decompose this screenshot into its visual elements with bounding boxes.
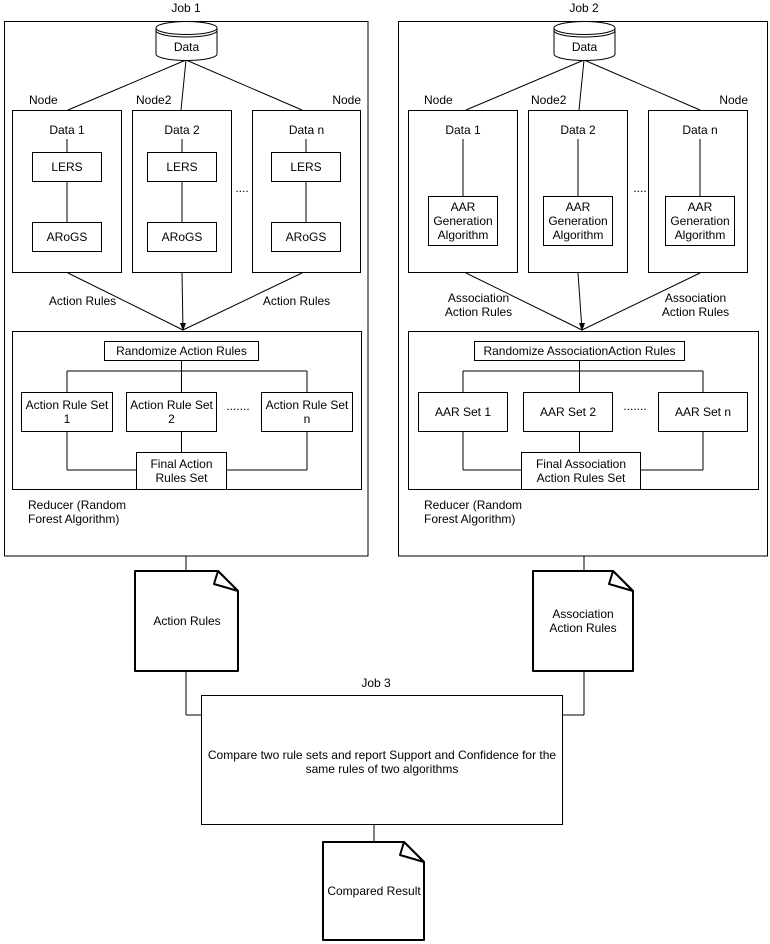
- job2-aar-set1-box: AAR Set 1: [418, 392, 508, 432]
- job1-edge-label-right: Action Rules: [262, 294, 331, 308]
- job2-final-set-label: Final Association Action Rules Set: [535, 457, 627, 485]
- job1-rule-setn-box: Action Rule Set n: [261, 392, 353, 432]
- job2-node-ellipsis: ....: [633, 181, 647, 195]
- job2-node3-label: Node: [719, 93, 748, 107]
- job1-node-ellipsis: ....: [235, 181, 249, 195]
- job2-node3-aar-box: AAR Generation Algorithm: [665, 196, 735, 246]
- job3-title: Job 3: [361, 676, 391, 690]
- job1-reducer-tree-lines: [66, 361, 308, 471]
- job2-node2-data-label: Data 2: [560, 123, 596, 137]
- job2-node1-label: Node: [424, 93, 453, 107]
- job2-data-to-node-lines: [465, 59, 701, 111]
- job1-title: Job 1: [171, 1, 201, 15]
- job2-node1-aar-box: AAR Generation Algorithm: [428, 196, 498, 246]
- job1-node3-box: [252, 110, 361, 273]
- job2-node2-aar-box: AAR Generation Algorithm: [543, 196, 613, 246]
- job1-node1-label: Node: [29, 93, 58, 107]
- job2-node3-data-label: Data n: [682, 123, 718, 137]
- job1-node3-lers-box: LERS: [271, 152, 341, 182]
- output-flow-lines: [185, 556, 585, 842]
- job1-output-document-label: Action Rules: [153, 614, 221, 628]
- job2-title: Job 2: [569, 1, 599, 15]
- job2-set-ellipsis: .......: [623, 399, 647, 413]
- job1-node2-box: [132, 110, 232, 273]
- job1-rule-set1-box: Action Rule Set 1: [21, 392, 113, 432]
- job2-node-to-reducer-lines: [465, 272, 701, 331]
- job1-set-ellipsis: .......: [226, 399, 250, 413]
- job1-node2-label: Node2: [136, 93, 172, 107]
- job2-reducer-caption: Reducer (Random Forest Algorithm): [424, 498, 523, 526]
- job2-node3-box: [648, 110, 748, 273]
- job1-node1-data-label: Data 1: [49, 123, 85, 137]
- job3-output-document-icon: [322, 841, 425, 941]
- job1-node2-arogs-box: ARoGS: [147, 222, 217, 252]
- job1-database-cylinder-icon: [155, 21, 218, 61]
- job2-node2-label: Node2: [531, 93, 567, 107]
- job2-edge-label-right: Association Action Rules: [661, 291, 730, 319]
- job1-node1-arogs-box: ARoGS: [32, 222, 102, 252]
- job2-edge-label-left: Association Action Rules: [444, 291, 513, 319]
- job1-node3-label: Node: [332, 93, 361, 107]
- job1-node3-data-label: Data n: [288, 123, 325, 137]
- job1-final-set-box: Final Action Rules Set: [136, 452, 227, 490]
- job2-node1-box: [408, 110, 518, 273]
- job1-output-document-icon: [134, 570, 239, 672]
- job2-arrowhead-icon: [579, 323, 585, 331]
- job2-aar-set2-box: AAR Set 2: [523, 392, 613, 432]
- job2-reducer-tree-lines: [462, 361, 704, 471]
- job2-final-set-box: Final Association Action Rules Set: [521, 452, 641, 490]
- job1-rule-set2-box: Action Rule Set 2: [126, 392, 217, 432]
- job1-node1-lers-box: LERS: [32, 152, 102, 182]
- job1-arrowhead-icon: [180, 323, 186, 331]
- job1-node1-box: [12, 110, 122, 273]
- job2-node2-box: [528, 110, 628, 273]
- job1-node-internal-lines: [66, 139, 307, 222]
- job2-node1-data-label: Data 1: [445, 123, 481, 137]
- job1-node3-arogs-box: ARoGS: [271, 222, 341, 252]
- job2-database-cylinder-icon: [553, 21, 616, 61]
- job2-randomize-box: Randomize AssociationAction Rules: [474, 341, 685, 361]
- job1-datastore-label: Data: [173, 40, 200, 54]
- job2-aar-setn-box: AAR Set n: [658, 392, 748, 432]
- job1-node2-lers-box: LERS: [147, 152, 217, 182]
- job1-data-to-node-lines: [67, 59, 303, 111]
- job1-final-set-label: Final Action Rules Set: [150, 457, 213, 485]
- job2-output-document-icon: [532, 570, 634, 672]
- job3-output-document-label: Compared Result: [327, 884, 421, 898]
- job2-datastore-label: Data: [571, 40, 598, 54]
- job1-edge-label-left: Action Rules: [48, 294, 117, 308]
- job2-node-internal-lines: [462, 139, 701, 196]
- job1-node-to-reducer-lines: [67, 272, 303, 331]
- job3-process-text: Compare two rule sets and report Support…: [207, 748, 557, 776]
- job3-process-box: [201, 695, 563, 825]
- job1-node2-data-label: Data 2: [164, 123, 200, 137]
- job1-reducer-caption: Reducer (Random Forest Algorithm): [28, 498, 127, 526]
- job2-output-document-label: Association Action Rules: [549, 607, 617, 635]
- job1-randomize-box: Randomize Action Rules: [104, 341, 259, 361]
